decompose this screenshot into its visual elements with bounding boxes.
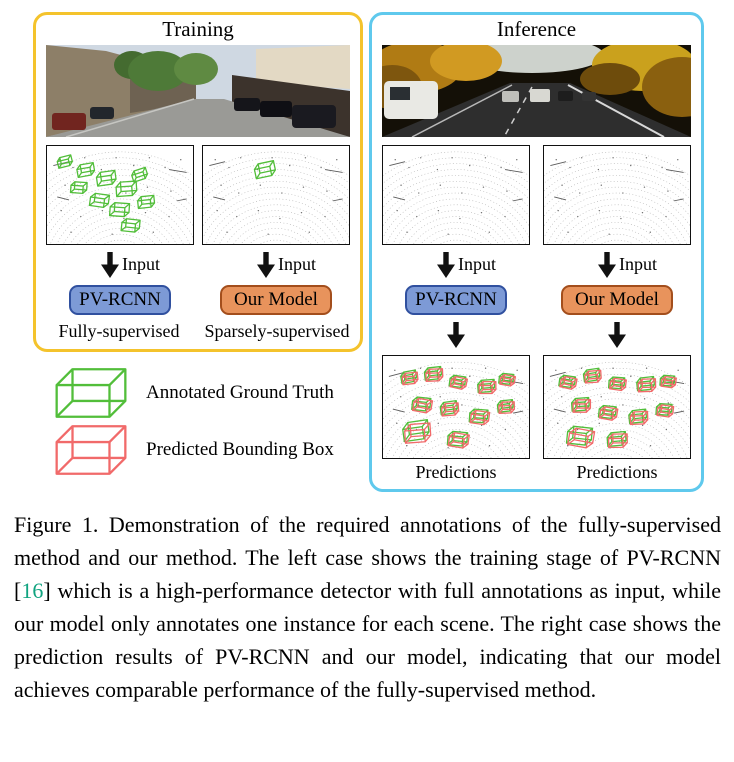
predictions-label: Predictions	[576, 462, 658, 482]
training-panel-title: Training	[162, 17, 234, 41]
street-scene-photo	[46, 45, 350, 137]
pvrcnn-predictions-pointcloud	[382, 355, 530, 459]
inference-panel-title: Inference	[496, 17, 577, 41]
predicted-bounding-box-label: Predicted Bounding Box	[146, 438, 334, 460]
predictions-label: Predictions	[415, 462, 497, 482]
input-flow: Input	[101, 251, 160, 279]
lidar-pointcloud-inference-right	[543, 145, 691, 245]
green-wireframe-box-icon	[52, 365, 130, 421]
highway-scene-photo	[382, 45, 691, 137]
caption-text-before-citation: Figure 1. Demonstration of the required …	[14, 512, 721, 603]
arrow-down-icon	[101, 251, 119, 279]
input-label: Input	[278, 254, 316, 274]
gt-boxes	[55, 154, 156, 234]
arrow-down-icon	[437, 251, 455, 279]
sparsely-supervised-label: Sparsely-supervised	[204, 321, 350, 341]
figure-caption: Figure 1. Demonstration of the required …	[14, 508, 721, 706]
arrow-down-icon	[257, 251, 275, 279]
arrow-down-icon	[608, 321, 626, 349]
our-model-predictions-pointcloud	[543, 355, 691, 459]
legend-item-predicted-box: Predicted Bounding Box	[52, 421, 334, 478]
citation-link-16[interactable]: 16	[21, 578, 44, 603]
input-flow: Input	[598, 251, 657, 279]
lidar-pointcloud-full-annotations	[46, 145, 194, 245]
lidar-pointcloud-sparse-annotation	[202, 145, 350, 245]
legend: Annotated Ground Truth Predicted Boundin…	[52, 364, 334, 478]
inference-panel: Inference	[369, 12, 704, 492]
fully-supervised-label: Fully-supervised	[58, 321, 180, 341]
pvrcnn-node: PV-RCNN	[405, 285, 507, 315]
arrow-down-icon	[598, 251, 616, 279]
input-flow: Input	[257, 251, 316, 279]
red-wireframe-box-icon	[52, 422, 130, 478]
input-label: Input	[619, 254, 657, 274]
pvrcnn-node: PV-RCNN	[69, 285, 171, 315]
lidar-pointcloud-inference-left	[382, 145, 530, 245]
input-label: Input	[458, 254, 496, 274]
input-flow: Input	[437, 251, 496, 279]
training-panel: Training	[33, 12, 363, 352]
input-label: Input	[122, 254, 160, 274]
annotated-ground-truth-label: Annotated Ground Truth	[146, 381, 334, 403]
caption-text-after-citation: ] which is a high-performance detector w…	[14, 578, 721, 702]
our-model-node: Our Model	[220, 285, 332, 315]
legend-item-ground-truth: Annotated Ground Truth	[52, 364, 334, 421]
our-model-node: Our Model	[561, 285, 673, 315]
arrow-down-icon	[447, 321, 465, 349]
